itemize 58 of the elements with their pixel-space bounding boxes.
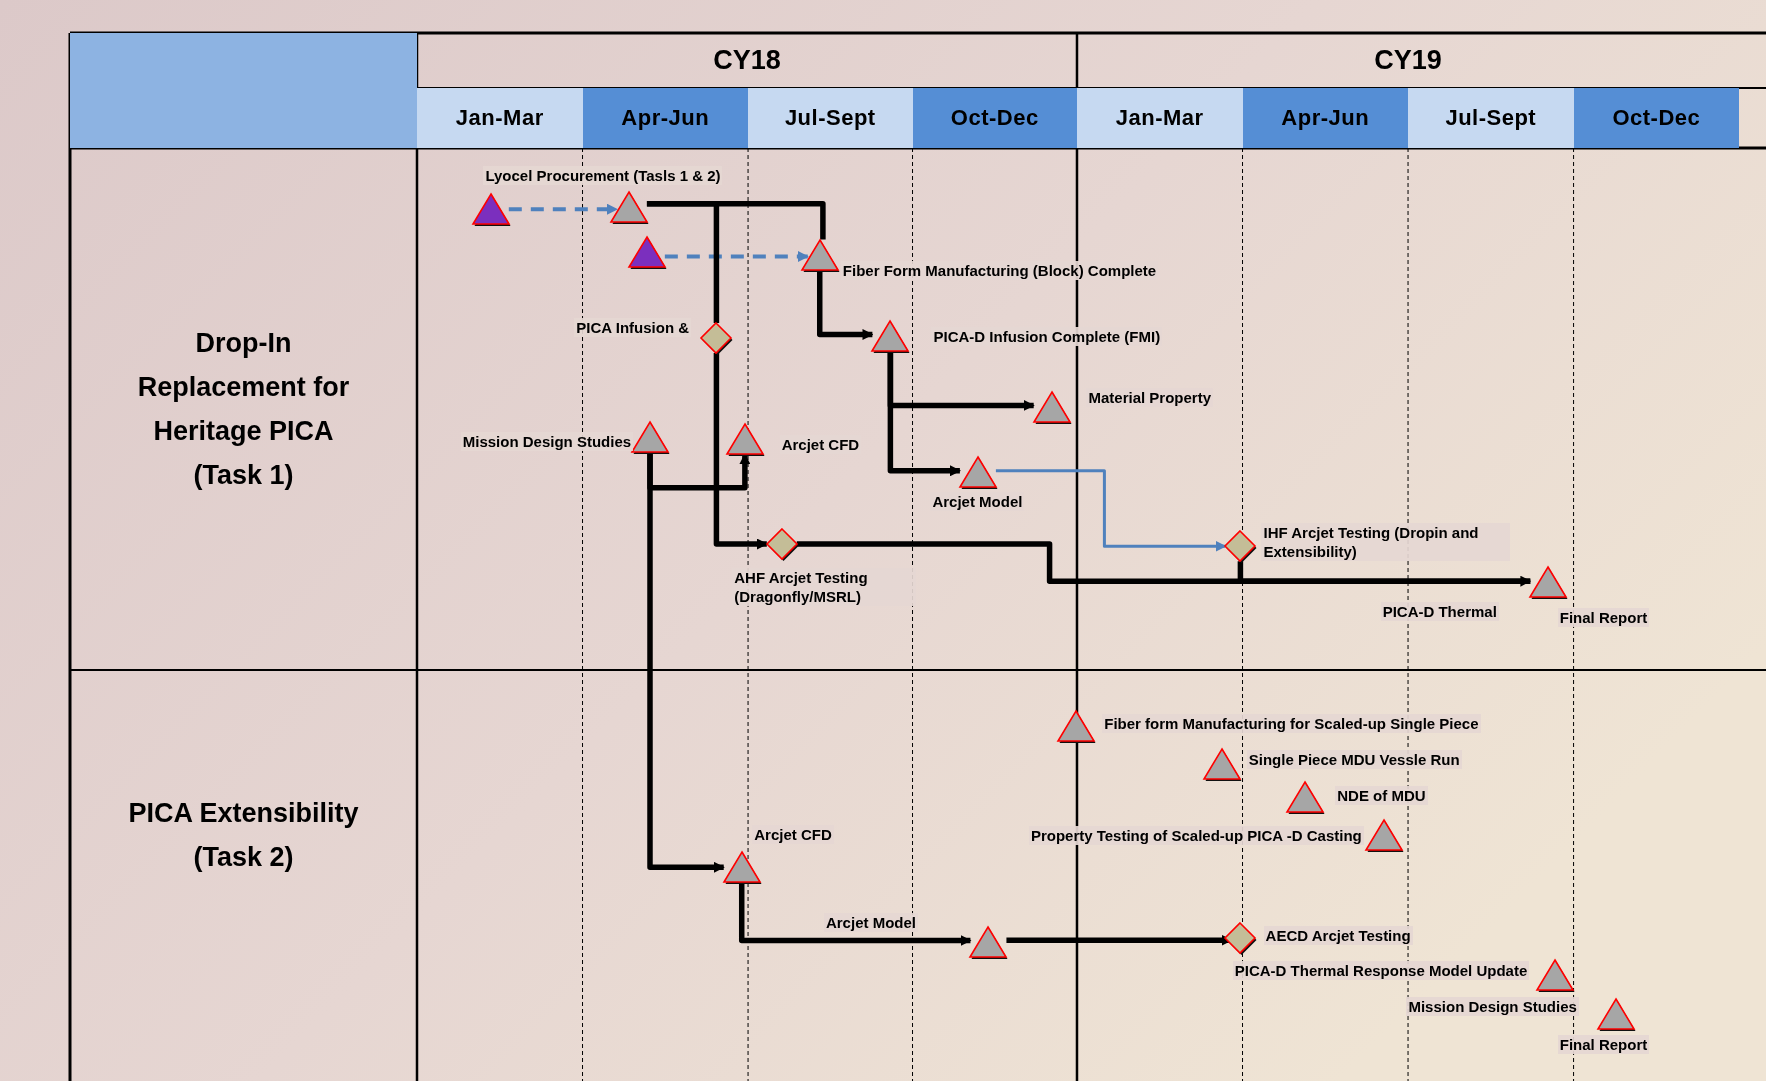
- arrow: [817, 269, 874, 340]
- milestone-triangle: [1597, 998, 1634, 1029]
- milestone-label: AECD Arcjet Testing: [1263, 926, 1413, 946]
- milestone-diamond: [1225, 531, 1256, 562]
- milestone-diamond: [766, 529, 797, 559]
- arrow: [995, 469, 1227, 552]
- arrow: [713, 352, 768, 550]
- milestone-label: Mission Design Studies: [460, 432, 634, 451]
- milestone-label: PICA-D Thermal Response Model Update: [1232, 961, 1530, 981]
- milestone-label: PICA-D Thermal: [1380, 602, 1499, 622]
- milestone-triangle: [472, 194, 509, 225]
- milestone-label: Mission Design Studies: [1406, 997, 1579, 1017]
- milestone-label: PICA-D Infusion Complete (FMI): [931, 327, 1163, 347]
- row-label: PICA Extensibility (Task 2): [127, 797, 360, 874]
- milestone-triangle: [1033, 391, 1070, 422]
- milestone-label: PICA Infusion &: [574, 318, 692, 338]
- milestone-triangle: [723, 852, 760, 883]
- milestone-diamond: [701, 322, 732, 353]
- milestone-triangle: [610, 192, 647, 223]
- milestone-triangle: [872, 320, 909, 351]
- milestone-triangle: [726, 424, 763, 455]
- milestone-label: IHF Arcjet Testing (Dropin and Extensibility): [1261, 522, 1511, 561]
- row-label: Drop-In Replacement for Heritage PICA (Task 1): [136, 327, 351, 492]
- quarter-header: Oct-Dec: [912, 88, 1077, 148]
- quarter-header: Jan-Mar: [1077, 88, 1243, 148]
- year-header: CY19: [1374, 45, 1442, 76]
- milestone-triangle: [959, 456, 996, 487]
- arrow: [647, 452, 725, 873]
- milestone-label: NDE of MDU: [1335, 785, 1428, 805]
- quarter-header: Jul-Sept: [748, 88, 913, 148]
- milestone-triangle: [1204, 748, 1241, 779]
- quarter-header: Jul-Sept: [1408, 88, 1574, 148]
- connector-line: [1237, 561, 1531, 584]
- milestone-triangle: [1536, 960, 1573, 991]
- milestone-triangle: [632, 422, 668, 452]
- milestone-label: AHF Arcjet Testing (Dragonfly/MSRL): [732, 567, 917, 606]
- dashed-arrow: [508, 203, 618, 215]
- milestone-triangle: [1057, 711, 1094, 742]
- arrow: [887, 350, 961, 477]
- milestone-label: Arcjet CFD: [752, 825, 834, 845]
- milestone-triangle: [628, 237, 665, 268]
- quarter-header: Jan-Mar: [417, 88, 583, 148]
- milestone-triangle: [801, 239, 838, 270]
- arrow: [738, 882, 972, 946]
- milestone-triangle: [1286, 782, 1323, 813]
- arrow: [796, 541, 1532, 587]
- milestone-triangle: [1365, 819, 1402, 850]
- milestone-triangle: [1530, 567, 1567, 598]
- connector-line: [646, 201, 720, 323]
- milestone-diamond: [1225, 923, 1256, 954]
- year-header: CY18: [713, 45, 781, 76]
- milestone-label: Property Testing of Scaled-up PICA -D Casting: [1028, 826, 1364, 846]
- quarter-header: Apr-Jun: [1242, 88, 1409, 148]
- milestone-triangle: [970, 926, 1007, 957]
- dashed-arrow: [664, 251, 809, 263]
- milestone-label: Lyocel Procurement (Tasls 1 & 2): [483, 166, 723, 186]
- quarter-header: Apr-Jun: [582, 88, 749, 148]
- quarter-header: Oct-Dec: [1573, 88, 1740, 148]
